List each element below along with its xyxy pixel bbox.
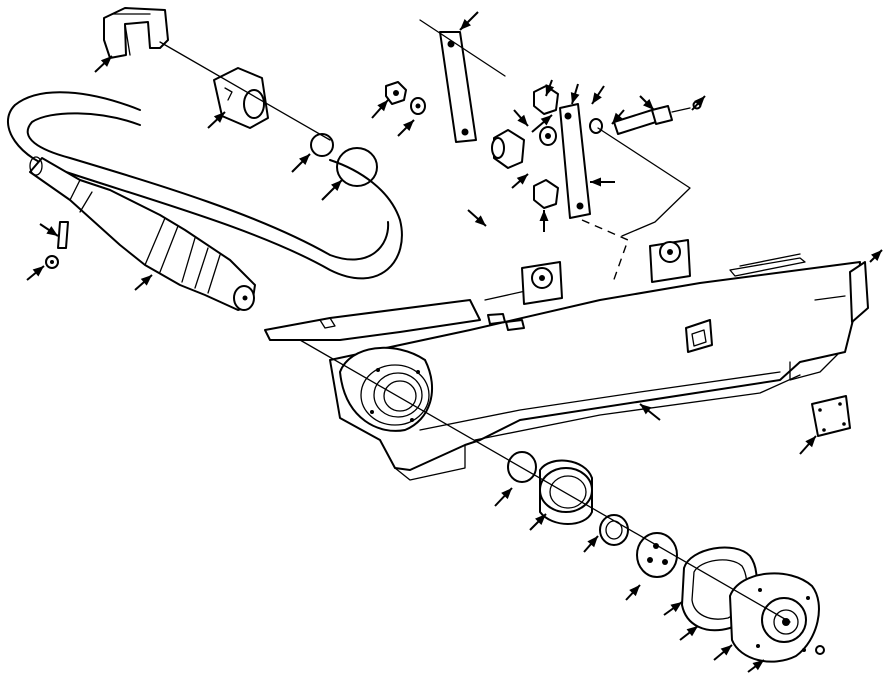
mounting-bracket	[264, 299, 525, 341]
retainer-disc	[636, 532, 678, 578]
callout-arrowhead	[752, 660, 764, 671]
center-axis-line	[299, 339, 791, 623]
seal-ring	[507, 451, 537, 483]
callout-arrowhead	[331, 180, 342, 191]
callout-arrowhead	[640, 404, 652, 415]
o-ring-large	[336, 147, 378, 187]
access-plate	[685, 319, 713, 353]
bolt	[613, 105, 691, 135]
washer	[410, 97, 426, 115]
callout-arrowhead	[670, 602, 682, 613]
hidden-line-linkage	[581, 219, 629, 286]
grease-fitting	[815, 645, 825, 655]
callout-arrowhead	[612, 112, 623, 124]
callout-arrowhead	[686, 626, 698, 637]
bearing-cone	[599, 514, 629, 546]
callout-arrows	[26, 11, 883, 673]
pin	[57, 221, 69, 249]
callout-arrowhead	[590, 177, 601, 187]
callout-arrowhead	[720, 645, 732, 656]
bushing-bottom	[533, 179, 559, 209]
support-block-left	[521, 261, 563, 305]
callout-arrowhead	[460, 19, 471, 30]
callout-arrowhead	[100, 56, 112, 67]
callout-arrowhead	[545, 84, 555, 96]
callout-arrowhead	[517, 114, 528, 126]
callout-arrowhead	[213, 112, 225, 123]
support-block-right	[649, 239, 691, 283]
main-housing	[329, 253, 869, 481]
bushing-large	[491, 129, 525, 169]
callout-arrowhead	[871, 250, 882, 261]
bearing-cup	[539, 459, 593, 525]
callout-arrowhead	[403, 120, 414, 131]
ball	[45, 255, 59, 269]
link-bar-right	[559, 103, 591, 219]
leader-line-top-left	[159, 41, 331, 141]
callout-arrowhead	[629, 585, 640, 597]
link-bar-left	[439, 31, 477, 143]
leader-line-top	[419, 19, 506, 77]
callout-arrowhead	[377, 100, 388, 112]
hub-flange	[729, 572, 820, 663]
callout-arrowhead	[140, 275, 152, 286]
callout-arrowhead	[299, 154, 310, 165]
callout-arrowhead	[540, 115, 552, 126]
callout-arrowhead	[587, 536, 598, 548]
nut	[385, 81, 407, 105]
callout-arrowhead	[592, 92, 602, 104]
cover-plate	[811, 395, 851, 437]
callout-arrowhead	[516, 174, 528, 185]
u-clamp	[103, 7, 169, 59]
callout-arrowhead	[570, 92, 580, 104]
callout-arrowhead	[474, 215, 486, 226]
callout-arrowhead	[805, 436, 816, 448]
spring-washer	[589, 118, 603, 134]
coupling-block	[213, 67, 269, 129]
o-ring-small	[310, 133, 334, 157]
callout-arrowhead	[535, 514, 546, 525]
shaft	[29, 156, 256, 311]
callout-arrowhead	[643, 99, 654, 110]
ring-washer	[539, 126, 557, 146]
callout-arrowhead	[694, 96, 705, 108]
callout-arrowhead	[539, 210, 549, 221]
leader-line-top-right	[597, 127, 691, 237]
callout-arrowhead	[46, 226, 58, 236]
callout-arrowhead	[501, 488, 512, 500]
callout-arrowhead	[32, 266, 44, 277]
hose-loop	[7, 91, 403, 280]
